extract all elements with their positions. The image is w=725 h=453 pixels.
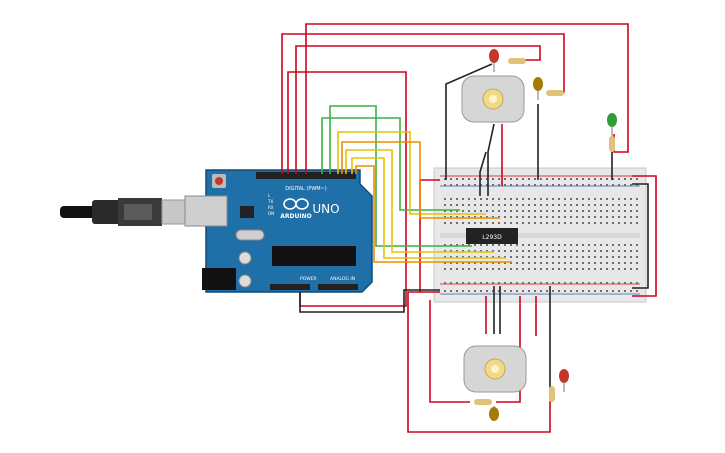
- black-wires: [299, 63, 649, 396]
- atmega-chip: [272, 246, 356, 266]
- resistor-icon: [508, 58, 526, 64]
- model-label: UNO: [312, 202, 339, 216]
- brand-label: ARDUINO: [280, 213, 311, 220]
- dc-motor-icon: [463, 345, 527, 393]
- resistor-icon: [549, 386, 555, 402]
- l293d-chip: L293D: [466, 228, 518, 244]
- power-header-label: POWER: [300, 276, 317, 282]
- led-icon: [489, 406, 499, 421]
- arduino-logo: [283, 198, 309, 210]
- digital-header-label: DIGITAL (PWM~): [285, 186, 327, 192]
- led-icon: [533, 77, 543, 100]
- led-icon: [559, 369, 569, 392]
- yellow-wires: [337, 131, 506, 259]
- led-icon: [489, 49, 499, 72]
- resistor-icon: [474, 399, 492, 405]
- on-label: ON: [268, 211, 274, 216]
- l-label: L: [268, 193, 271, 198]
- usb-cable-icon: [60, 198, 193, 226]
- breadboard-holes: [444, 178, 638, 292]
- led-icon: [607, 113, 617, 140]
- chip-label: L293D: [482, 234, 502, 241]
- resistor-icon: [609, 136, 615, 152]
- tx-label: TX: [267, 199, 273, 204]
- analog-header-label: ANALOG IN: [330, 276, 355, 282]
- breadboard: [433, 167, 647, 303]
- rx-label: RX: [268, 205, 274, 210]
- orange-wires: [341, 141, 512, 263]
- arduino-uno-board: DIGITAL (PWM~) ARDUINO UNO TX RX L ON PO…: [184, 169, 373, 293]
- resistor-icon: [546, 90, 564, 96]
- dc-motor-icon: [461, 75, 525, 123]
